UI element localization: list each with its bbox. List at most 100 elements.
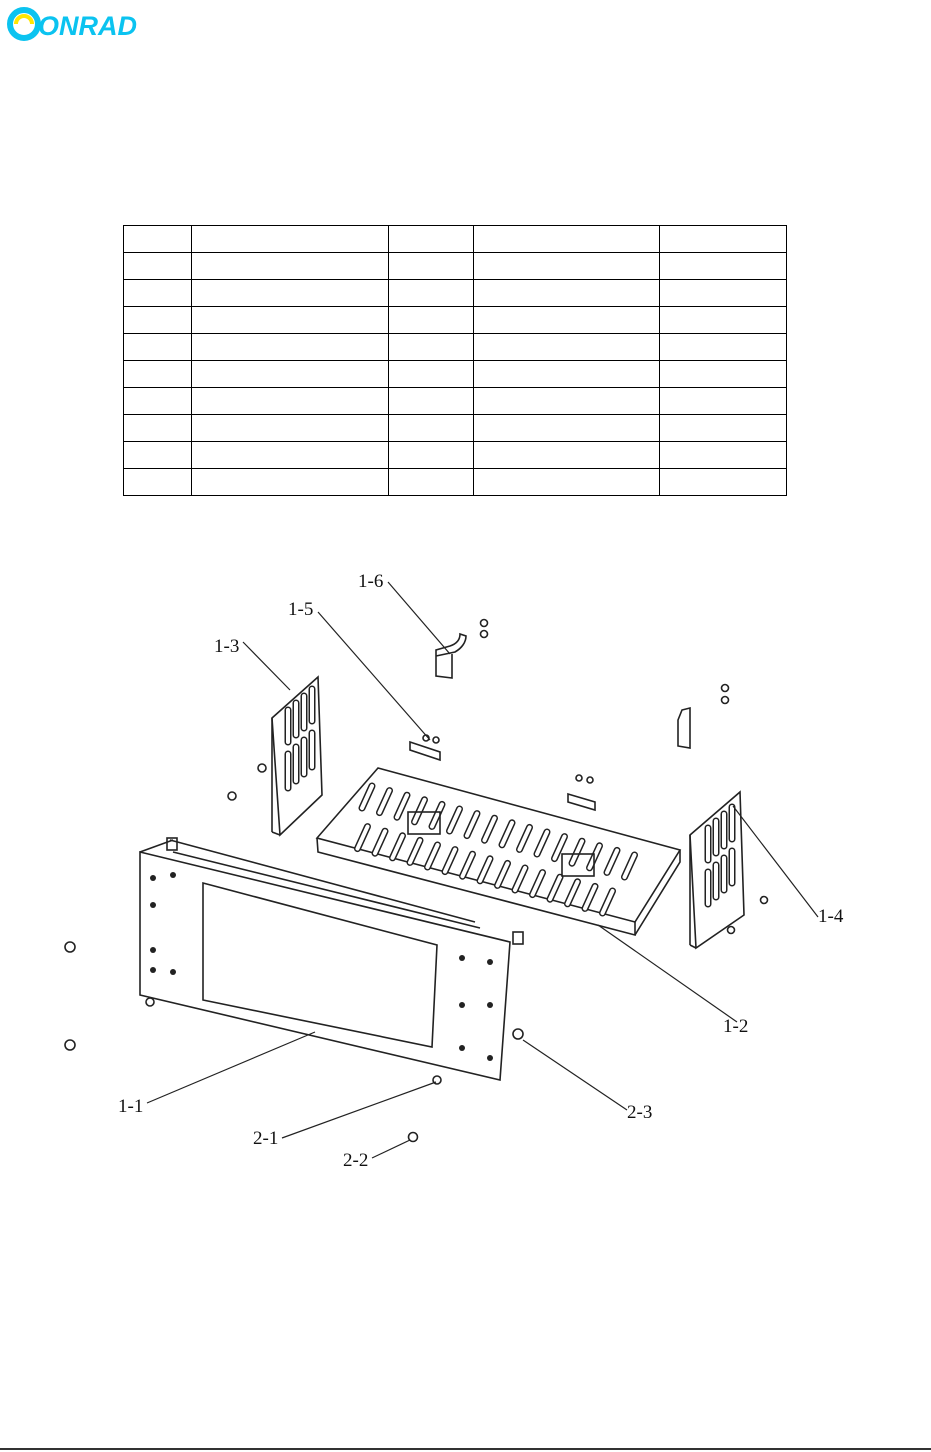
screws: [64, 618, 769, 1143]
table-cell: [473, 252, 660, 280]
vent-slot: [373, 829, 387, 856]
table-cell: [473, 225, 660, 253]
right-bracket-slots: [704, 803, 736, 908]
table-cell: [191, 279, 389, 307]
assembly-diagram: 1-1 1-2 1-3 1-4 1-5 1-6 2-1 2-2 2-3: [64, 571, 844, 1171]
vent-slot: [430, 802, 444, 829]
table-cell: [191, 441, 389, 469]
vent-slot: [548, 875, 562, 902]
table-cell: [191, 225, 389, 253]
callout-1-6: 1-6: [358, 571, 383, 592]
vent-slot: [552, 834, 567, 861]
table-cell: [388, 333, 474, 361]
table-cell: [659, 225, 787, 253]
vent-slot: [478, 856, 492, 883]
vent-slot: [535, 830, 549, 856]
vent-slot: [395, 793, 409, 820]
tray-part: [315, 740, 682, 937]
table-cell: [473, 387, 660, 415]
table-cell: [473, 333, 660, 361]
table-cell: [659, 279, 787, 307]
vent-slot: [583, 884, 597, 911]
callout-1-4: 1-4: [818, 906, 844, 927]
front-panel-part: [139, 837, 524, 1081]
leader-lines: [146, 581, 819, 1159]
table-cell: [388, 387, 474, 415]
table-cell: [473, 441, 660, 469]
table-cell: [473, 306, 660, 334]
vent-slot: [495, 861, 510, 888]
table-cell: [123, 441, 192, 469]
table-row: [123, 279, 787, 307]
parts-table-body: [123, 225, 787, 496]
callout-1-5: 1-5: [288, 599, 313, 620]
vent-slot: [360, 784, 374, 810]
vent-slot: [570, 839, 584, 866]
table-cell: [659, 468, 787, 496]
table-row: [123, 225, 787, 253]
table-cell: [191, 333, 389, 361]
table-row: [123, 441, 787, 469]
table-cell: [123, 279, 192, 307]
table-cell: [659, 387, 787, 415]
vent-slot: [622, 853, 637, 879]
conrad-logo: ONRAD: [7, 7, 137, 41]
table-row: [123, 252, 787, 280]
table-cell: [123, 225, 192, 253]
vent-slot: [600, 889, 615, 915]
callout-2-3: 2-3: [627, 1102, 652, 1123]
table-cell: [473, 468, 660, 496]
logo-ring-icon: [7, 7, 41, 41]
table-cell: [473, 279, 660, 307]
table-cell: [473, 414, 660, 442]
table-cell: [388, 279, 474, 307]
table-row: [123, 306, 787, 334]
callout-1-3: 1-3: [214, 636, 239, 657]
table-cell: [659, 252, 787, 280]
vent-slot: [605, 848, 619, 875]
table-cell: [388, 441, 474, 469]
logo-highlight-icon: [14, 14, 34, 25]
left-bracket-part: [271, 675, 323, 837]
table-cell: [191, 468, 389, 496]
table-cell: [123, 414, 192, 442]
table-cell: [123, 468, 192, 496]
table-cell: [191, 414, 389, 442]
vent-slot: [355, 824, 370, 851]
vent-slot: [460, 852, 475, 879]
table-cell: [123, 252, 192, 280]
table-cell: [191, 306, 389, 334]
table-cell: [388, 225, 474, 253]
vent-slot: [465, 811, 479, 838]
vent-slot: [517, 825, 532, 852]
vent-slot: [408, 838, 422, 865]
table-row: [123, 468, 787, 496]
table-cell: [123, 387, 192, 415]
footer-rule: [0, 1448, 931, 1450]
table-cell: [191, 360, 389, 388]
vent-slot: [482, 816, 497, 843]
callout-1-2: 1-2: [723, 1016, 748, 1037]
side-clip-part: [677, 706, 691, 749]
vent-slot: [565, 879, 580, 906]
vent-slot: [447, 807, 462, 833]
vent-slot: [425, 843, 440, 869]
table-cell: [123, 333, 192, 361]
vent-slot: [443, 847, 457, 874]
table-cell: [659, 414, 787, 442]
panel-holes: [150, 872, 493, 1061]
parts-table: [123, 225, 787, 496]
table-cell: [473, 360, 660, 388]
table-cell: [388, 306, 474, 334]
table-cell: [123, 360, 192, 388]
table-cell: [659, 306, 787, 334]
top-clip-part: [435, 632, 467, 679]
table-cell: [191, 252, 389, 280]
table-cell: [388, 414, 474, 442]
left-bracket-slots: [284, 685, 316, 792]
table-cell: [123, 306, 192, 334]
vent-slot: [390, 833, 405, 860]
callout-1-1: 1-1: [118, 1096, 143, 1117]
vent-slot: [530, 870, 545, 897]
vent-slot: [513, 866, 527, 892]
